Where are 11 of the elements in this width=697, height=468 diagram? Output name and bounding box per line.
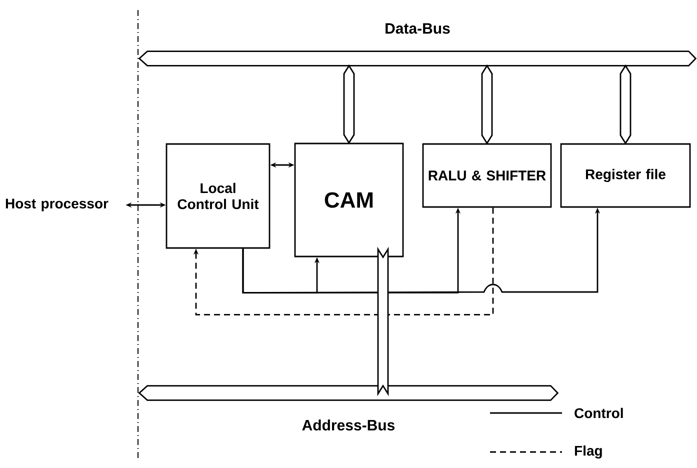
bus-link xyxy=(377,246,389,396)
legend-text: Flag xyxy=(574,445,602,459)
legend-text: Control xyxy=(574,408,623,418)
unit-box: Local Control Unit xyxy=(166,143,270,249)
unit-box: CAM xyxy=(294,142,404,258)
unit-box: Register file xyxy=(560,143,691,208)
bus-label: Data-Bus xyxy=(386,23,450,34)
host-label: Host processor xyxy=(6,198,108,212)
flag-line xyxy=(193,208,494,316)
bus-label: Address-Bus xyxy=(302,419,395,430)
unit-box: RALU & SHIFTER xyxy=(422,143,552,208)
